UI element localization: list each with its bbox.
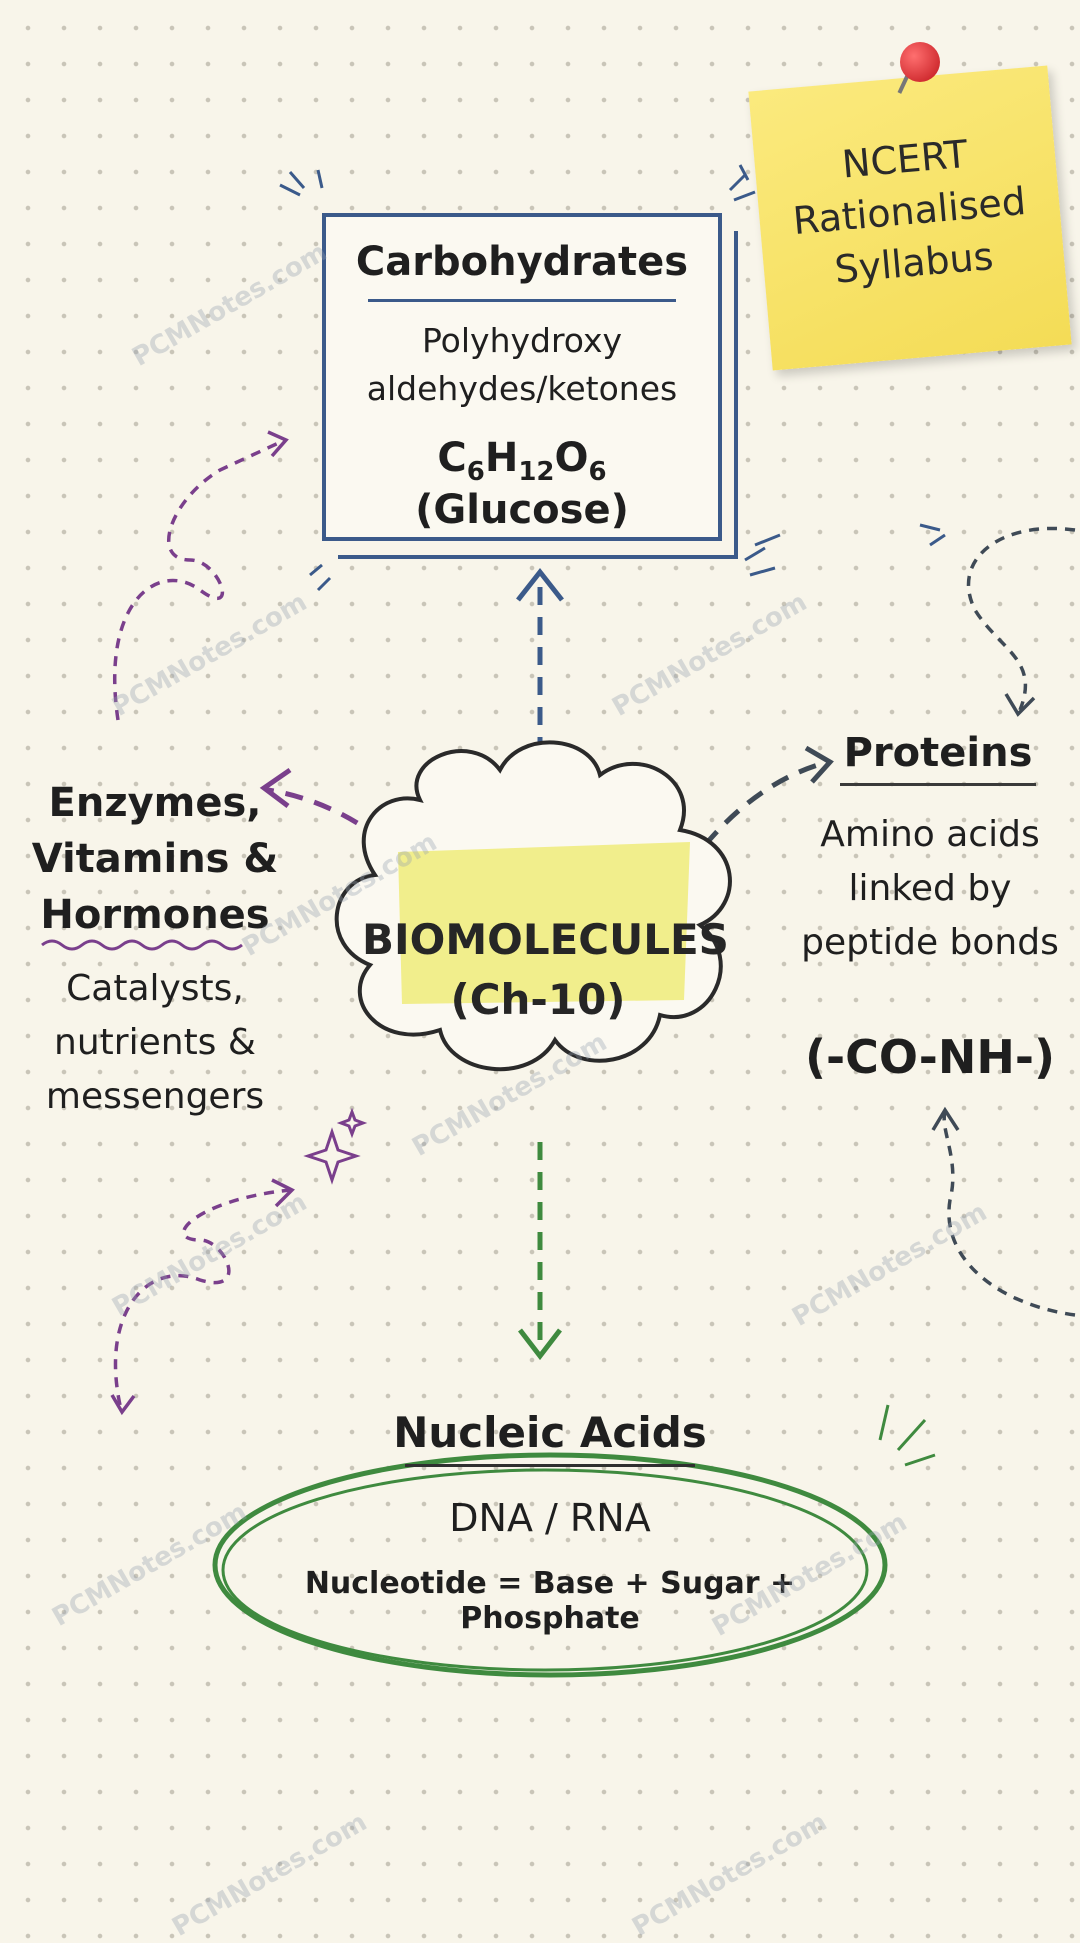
decorative-loop-right-bottom xyxy=(931,1106,1076,1317)
enzymes-title-line: Hormones xyxy=(40,892,270,938)
syllabus-sticky-note: NCERT Rationalised Syllabus xyxy=(748,65,1072,371)
nucleic-acids-title: Nucleic Acids xyxy=(393,1408,707,1457)
enzymes-description: Catalysts, nutrients & messengers xyxy=(20,962,290,1124)
carbohydrates-title: Carbohydrates xyxy=(355,239,689,285)
pushpin-icon xyxy=(900,42,940,82)
enzymes-title-line: Enzymes, xyxy=(48,780,262,826)
proteins-description-line: peptide bonds xyxy=(801,922,1059,963)
enzymes-squiggle xyxy=(41,939,243,951)
formula-o-sub: 6 xyxy=(588,457,607,487)
enzymes-title: Enzymes, Vitamins & Hormones xyxy=(20,775,290,943)
peptide-bond-formula: (-CO-NH-) xyxy=(804,1030,1056,1084)
sparkle-icon xyxy=(303,1107,368,1185)
formula-suffix: (Glucose) xyxy=(415,487,629,533)
accent-ticks xyxy=(279,164,946,592)
proteins-title: Proteins xyxy=(843,730,1033,776)
biomolecules-cloud xyxy=(334,740,732,1072)
arrow-to-nucleic-acids xyxy=(518,1142,562,1361)
biomolecules-title: BIOMOLECULES xyxy=(362,915,729,964)
enzymes-title-line: Vitamins & xyxy=(31,836,279,882)
enzymes-description-line: messengers xyxy=(45,1076,265,1117)
accent-ticks-green xyxy=(878,1404,936,1467)
decorative-loop-left-bottom xyxy=(110,1178,295,1416)
carbohydrates-box: Carbohydrates Polyhydroxy aldehydes/keto… xyxy=(322,213,722,541)
arrow-to-proteins xyxy=(703,745,834,847)
formula-c-sub: 6 xyxy=(466,457,485,487)
decorative-loop-left-top xyxy=(112,430,289,721)
nucleic-acids-subtitle: DNA / RNA xyxy=(449,1496,651,1540)
enzymes-description-line: nutrients & xyxy=(54,1022,256,1063)
nucleic-acids-underline xyxy=(405,1464,695,1467)
proteins-description: Amino acids linked by peptide bonds xyxy=(780,808,1080,970)
nucleic-acids-ellipse xyxy=(212,1452,888,1678)
biomolecules-label: BIOMOLECULES (Ch-10) xyxy=(362,910,729,1030)
carbohydrates-description: Polyhydroxy aldehydes/ketones xyxy=(336,317,708,413)
formula-o: O xyxy=(554,435,589,481)
proteins-underline xyxy=(840,783,1036,786)
nucleotide-formula: Nucleotide = Base + Sugar + Phosphate xyxy=(304,1566,796,1636)
carbohydrates-description-line: Polyhydroxy xyxy=(421,321,623,360)
glucose-formula: C6H12O6 (Glucose) xyxy=(326,435,718,533)
enzymes-description-line: Catalysts, xyxy=(66,968,244,1009)
proteins-description-line: linked by xyxy=(848,868,1012,909)
proteins-description-line: Amino acids xyxy=(820,814,1040,855)
carbohydrates-description-line: aldehydes/ketones xyxy=(366,369,678,408)
formula-h: H xyxy=(484,435,519,481)
decorative-loop-right-top xyxy=(966,526,1076,717)
carbohydrates-underline xyxy=(368,299,676,302)
arrow-to-carbohydrates xyxy=(516,567,564,755)
formula-h-sub: 12 xyxy=(518,457,555,487)
chapter-label: (Ch-10) xyxy=(450,975,626,1024)
formula-c: C xyxy=(437,435,467,481)
